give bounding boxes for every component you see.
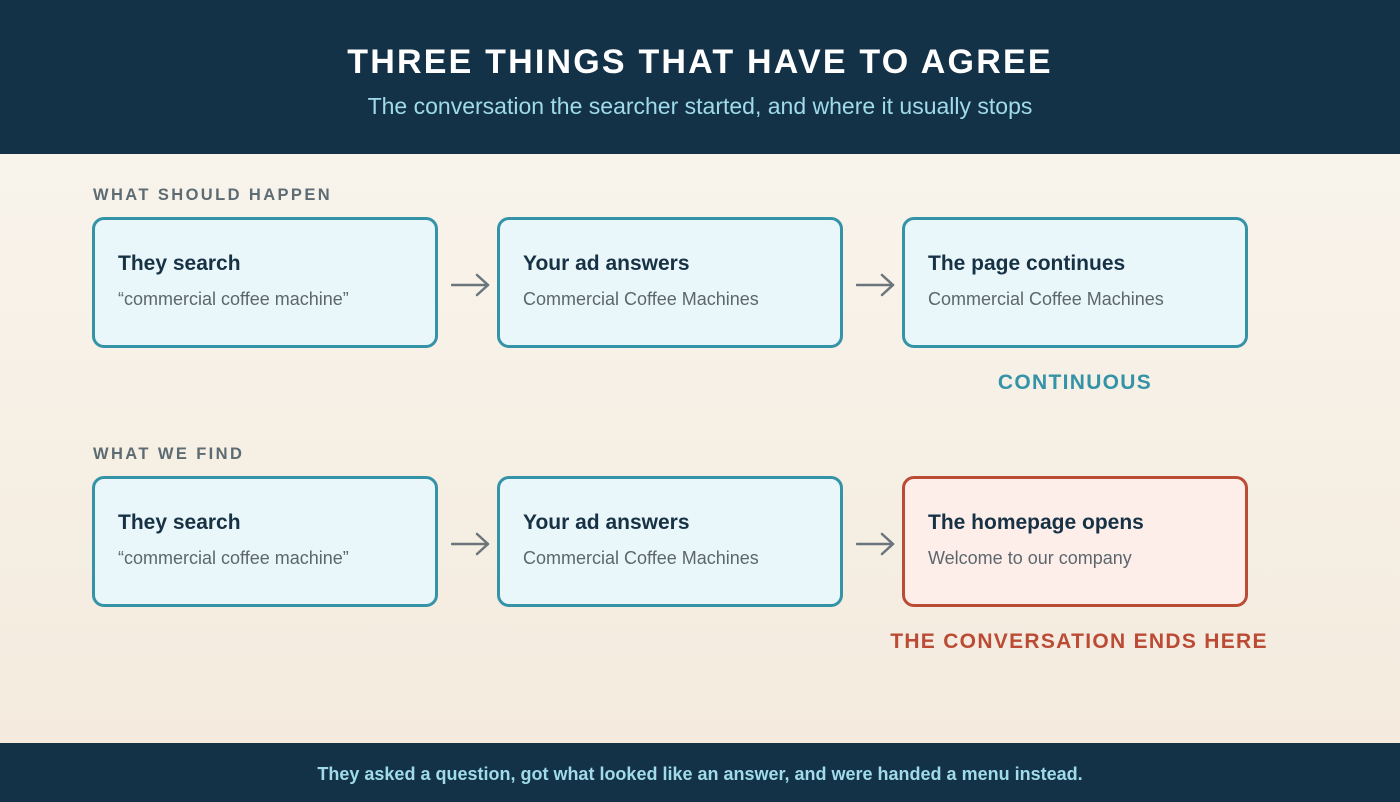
step-card-homepage-found: The homepage opens Welcome to our compan… [902,476,1248,607]
step-title: The homepage opens [928,511,1144,534]
page-title: THREE THINGS THAT HAVE TO AGREE [347,43,1053,81]
status-label-continuous: CONTINUOUS [997,371,1153,394]
section-label-expected: WHAT SHOULD HAPPEN [93,186,333,204]
step-title: Your ad answers [523,511,690,534]
step-text: Commercial Coffee Machines [523,548,759,568]
arrow-right-icon [856,273,895,297]
status-label-ends: THE CONVERSATION ENDS HERE [890,630,1268,653]
arrow-right-icon [451,273,490,297]
header-banner: THREE THINGS THAT HAVE TO AGREE The conv… [0,0,1400,154]
step-title: They search [118,511,241,534]
arrow-right-icon [451,532,490,556]
footer-message: They asked a question, got what looked l… [317,764,1083,784]
step-title: The page continues [928,252,1126,275]
step-text: Commercial Coffee Machines [523,289,759,309]
arrow-right-icon [856,532,895,556]
step-text: Commercial Coffee Machines [928,289,1164,309]
step-card-ad-expected: Your ad answers Commercial Coffee Machin… [497,217,843,348]
page-subtitle: The conversation the searcher started, a… [367,93,1033,119]
step-card-search-expected: They search “commercial coffee machine” [92,217,438,348]
step-card-search-found: They search “commercial coffee machine” [92,476,438,607]
step-card-page-expected: The page continues Commercial Coffee Mac… [902,217,1248,348]
footer-banner: They asked a question, got what looked l… [0,743,1400,802]
section-label-found: WHAT WE FIND [93,445,245,463]
step-text: “commercial coffee machine” [118,289,349,309]
step-card-ad-found: Your ad answers Commercial Coffee Machin… [497,476,843,607]
step-text: Welcome to our company [928,548,1132,568]
step-text: “commercial coffee machine” [118,548,349,568]
step-title: Your ad answers [523,252,690,275]
step-title: They search [118,252,241,275]
